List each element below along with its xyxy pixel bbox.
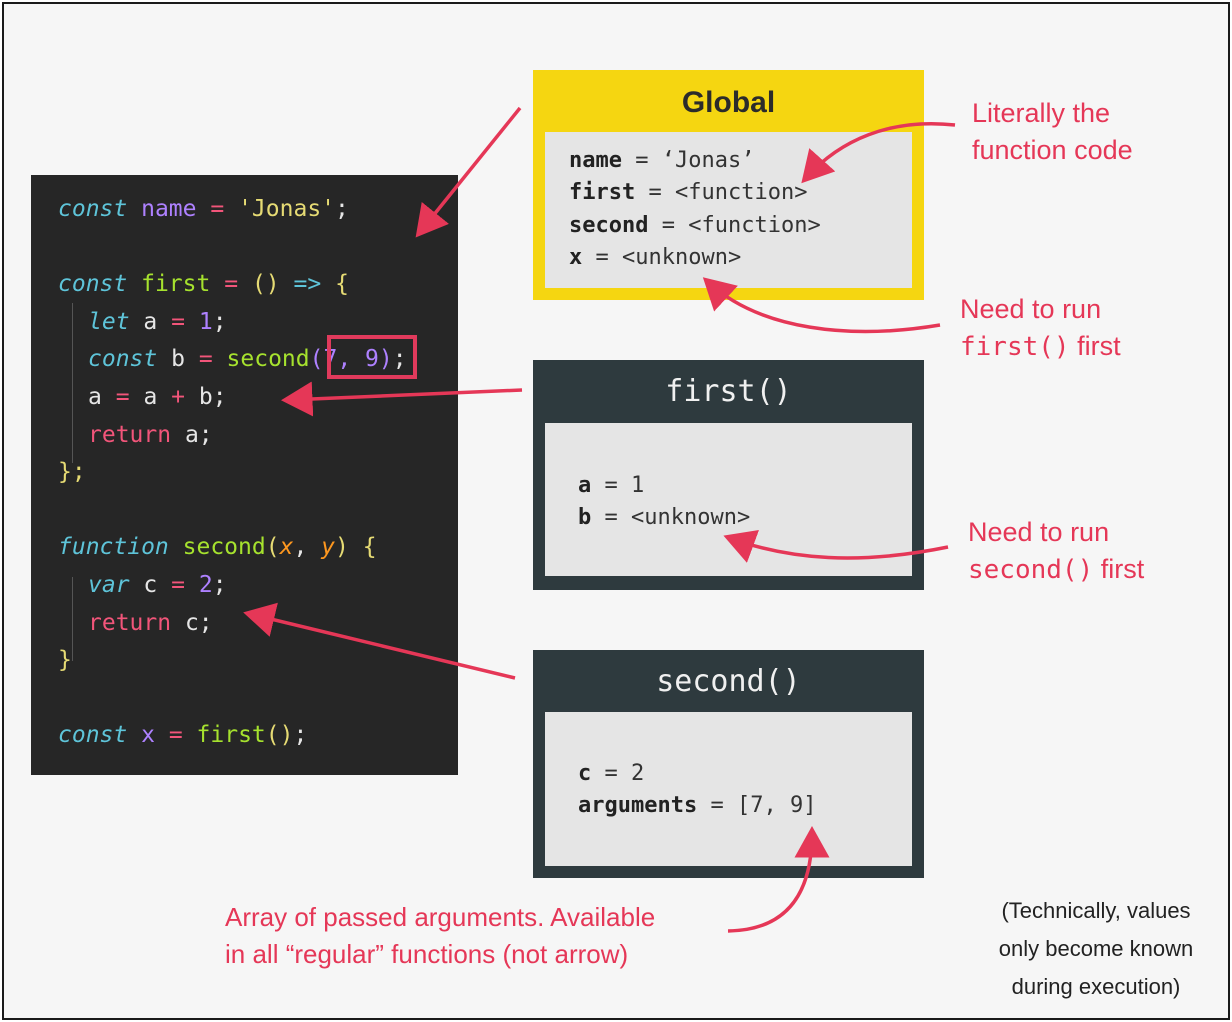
second-variable-environment: c = 2 arguments = [7, 9] [545, 712, 912, 866]
code-line-1: const name = 'Jonas'; [58, 196, 349, 222]
second-context-box: second() c = 2 arguments = [7, 9] [533, 650, 924, 878]
note-literally-function-code: Literally the function code [972, 98, 1133, 165]
second-row-arguments: arguments = [7, 9] [578, 793, 817, 818]
code-line-5: a = a + b; [88, 384, 227, 410]
first-context-box: first() a = 1 b = <unknown> [533, 360, 924, 590]
arrow-to-code [415, 106, 522, 238]
code-line-10: return c; [88, 610, 213, 636]
code-line-7: }; [58, 459, 86, 485]
first-title: first() [665, 374, 792, 409]
code-line-8: function second(x, y) { [58, 534, 377, 560]
code-line-12: const x = first(); [58, 722, 308, 748]
first-row-a: a = 1 [578, 473, 645, 498]
global-row-x: x = <unknown> [569, 245, 742, 270]
arrow-to-x-unknown [702, 277, 941, 334]
code-line-11: } [58, 647, 72, 673]
global-variable-environment: name = ‘Jonas’ first = <function> second… [545, 132, 912, 288]
note-need-to-run-first: Need to run first() first [960, 294, 1121, 362]
first-row-b: b = <unknown> [578, 505, 751, 530]
code-panel: const name = 'Jonas'; const first = () =… [31, 175, 458, 775]
global-title: Global [681, 86, 776, 119]
arrow-to-second-body [243, 602, 516, 680]
arrow-to-b-unknown [723, 529, 949, 563]
first-variable-environment: a = 1 b = <unknown> [545, 423, 912, 576]
indent-guide [72, 577, 73, 661]
global-context-box: Global name = ‘Jonas’ first = <function>… [533, 70, 924, 300]
global-row-first: first = <function> [569, 180, 808, 205]
note-need-to-run-second: Need to run second() first [968, 517, 1145, 585]
arrow-to-function-code [801, 121, 956, 184]
code-line-3: let a = 1; [88, 309, 227, 335]
note-array-of-arguments: Array of passed arguments. Available in … [225, 902, 656, 969]
second-title: second() [656, 664, 801, 699]
code-line-9: var c = 2; [88, 572, 227, 598]
indent-guide [72, 303, 73, 463]
arguments-highlight-box [327, 335, 417, 379]
global-row-name: name = ‘Jonas’ [569, 148, 755, 173]
second-row-c: c = 2 [578, 761, 645, 786]
note-technically-values: (Technically, values only become known d… [998, 898, 1194, 999]
code-line-6: return a; [88, 422, 213, 448]
global-row-second: second = <function> [569, 213, 821, 238]
arrow-to-arguments [727, 826, 830, 933]
arrow-to-first-body [281, 381, 523, 417]
code-line-2: const first = () => { [58, 271, 349, 297]
